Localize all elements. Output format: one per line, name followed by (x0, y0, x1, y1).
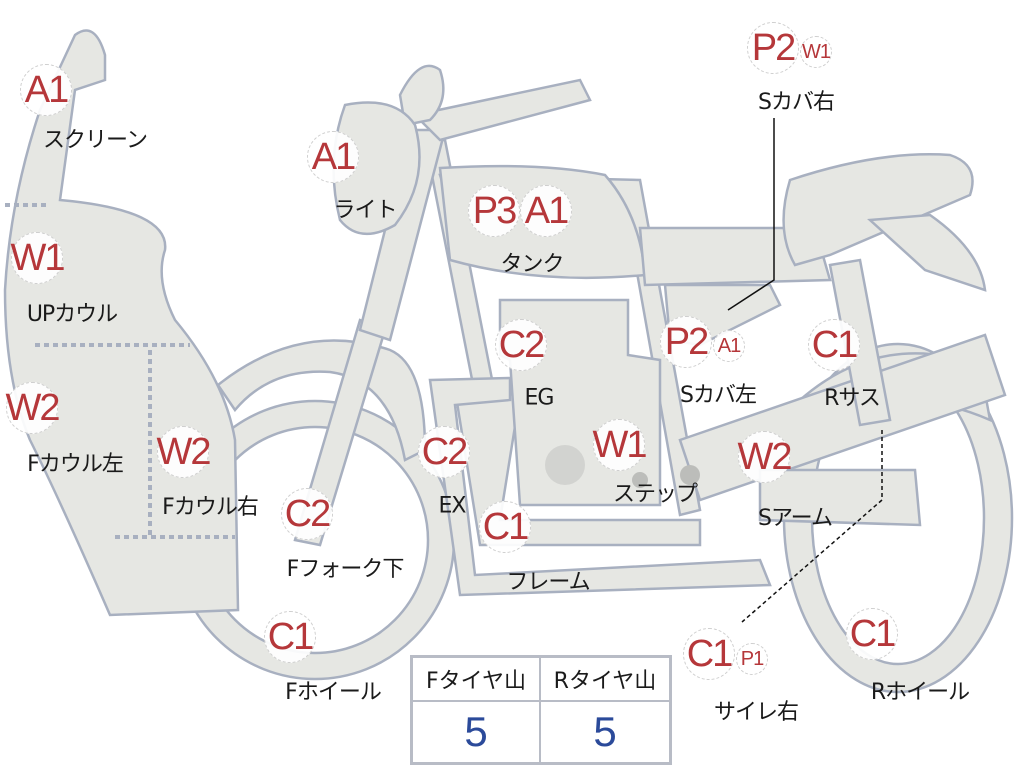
code-badge-front-wheel: C1 (264, 611, 316, 663)
code-badge-tank-1: P3 (468, 185, 520, 237)
step-peg-front (632, 472, 648, 488)
code-badge-rear-wheel: C1 (846, 608, 898, 660)
label-up-cowl: UPカウル (26, 302, 118, 327)
value-rear-tire: 5 (593, 708, 617, 755)
code-badge-step: W1 (593, 419, 648, 471)
label-f-cowl-right: Fカウル右 (162, 495, 259, 520)
code-badge-silencer-right-2: P1 (736, 643, 768, 675)
code-badge-f-cowl-right: W2 (157, 426, 212, 478)
leader-line-silencer-right (741, 430, 883, 623)
label-engine: EG (524, 385, 555, 411)
label-rear-suspension: Rサス (824, 386, 881, 411)
code-badge-side-cover-right-1: P2 (747, 22, 799, 74)
label-step: ステップ (612, 482, 698, 507)
label-rear-wheel: Rホイール (870, 680, 970, 705)
code-badge-up-cowl: W1 (11, 232, 66, 284)
code-badge-engine: C2 (495, 319, 547, 371)
engine-cover-circle (545, 445, 585, 485)
step-peg-rear (680, 465, 700, 485)
label-exhaust: EX (438, 493, 467, 519)
leader-line-side-cover-right (727, 118, 775, 311)
code-badge-swing-arm: W2 (738, 431, 793, 483)
code-badge-exhaust: C2 (418, 426, 470, 478)
label-tank: タンク (500, 252, 564, 277)
code-badge-side-cover-left-2: A1 (713, 330, 745, 362)
label-frame: フレーム (506, 570, 590, 595)
code-badge-side-cover-left-1: P2 (660, 316, 712, 368)
mirror-shape (398, 64, 445, 127)
code-badge-side-cover-right-2: W1 (800, 36, 832, 68)
label-front-fork-lower: Fフォーク下 (286, 557, 405, 582)
code-badge-front-fork-lower: C2 (281, 488, 333, 540)
label-side-cover-left: Sカバ左 (680, 383, 757, 408)
code-badge-f-cowl-left: W2 (6, 382, 61, 434)
header-front-tire: Fタイヤ山 (413, 658, 541, 702)
seat-shape (782, 153, 974, 267)
tire-tread-table: Fタイヤ山 Rタイヤ山 5 5 (410, 655, 672, 765)
label-f-cowl-left: Fカウル左 (27, 452, 124, 477)
code-badge-rear-suspension: C1 (808, 319, 860, 371)
code-badge-frame: C1 (479, 501, 531, 553)
header-rear-tire: Rタイヤ山 (541, 658, 669, 702)
label-side-cover-right: Sカバ右 (758, 90, 835, 115)
seat-front-shape (638, 226, 832, 287)
silencer-shape (758, 468, 922, 527)
code-badge-light: A1 (307, 131, 359, 183)
code-badge-silencer-right-1: C1 (683, 628, 735, 680)
cowl-seam-lines (5, 203, 235, 539)
value-front-tire: 5 (413, 702, 541, 762)
label-silencer-right: サイレ右 (713, 700, 799, 725)
label-front-wheel: Fホイール (285, 680, 382, 705)
code-badge-tank-2: A1 (520, 185, 572, 237)
label-swing-arm: Sアーム (758, 506, 833, 531)
handlebar-shape (412, 78, 592, 142)
exhaust-shape (428, 376, 772, 597)
rear-suspension-shape (828, 258, 892, 427)
tail-cowl-shape (867, 213, 987, 292)
label-screen: スクリーン (43, 128, 148, 153)
label-light: ライト (333, 198, 397, 223)
code-badge-screen: A1 (20, 64, 72, 116)
